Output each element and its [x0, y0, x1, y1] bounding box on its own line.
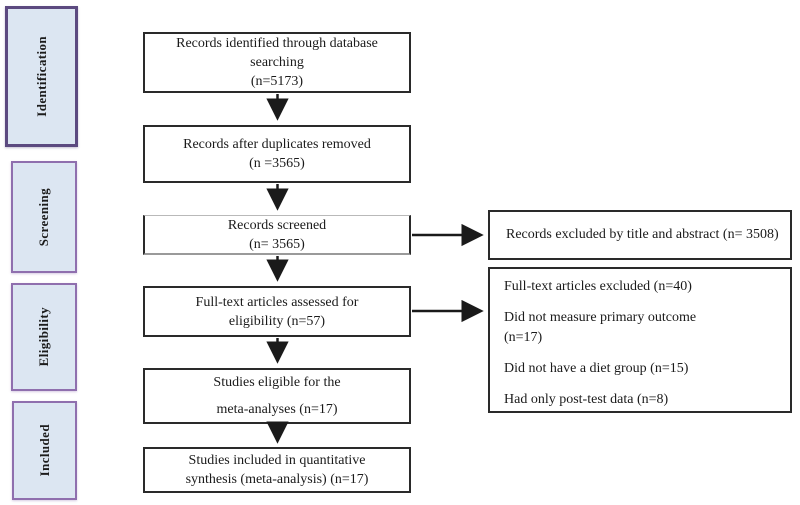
stage-label-included: Included: [36, 424, 52, 477]
excluded-reason-diet-group: Did not have a diet group (n=15): [504, 361, 689, 376]
flow-box-studies-included: Studies included in quantitative synthes…: [143, 447, 411, 493]
flow-box-studies-eligible-text: Studies eligible for the meta-analyses (…: [213, 375, 341, 417]
excluded-title-abstract-box: Records excluded by title and abstract (…: [488, 210, 792, 260]
stage-box-included: Included: [12, 401, 77, 500]
flow-box-studies-eligible: Studies eligible for the meta-analyses (…: [143, 368, 411, 424]
stage-label-identification: Identification: [33, 36, 49, 117]
flow-box-duplicates-removed-text: Records after duplicates removed (n =356…: [183, 137, 371, 171]
stage-box-identification: Identification: [5, 6, 78, 147]
excluded-reason-primary-outcome: Did not measure primary outcome (n=17): [504, 310, 697, 345]
stage-label-eligibility: Eligibility: [36, 307, 51, 367]
excluded-reason-posttest-data: Had only post-test data (n=8): [504, 392, 669, 407]
flow-box-fulltext-assessed-text: Full-text articles assessed for eligibil…: [195, 294, 359, 329]
excluded-fulltext-box: Full-text articles excluded (n=40) Did n…: [488, 267, 792, 413]
flow-box-records-identified: Records identified through database sear…: [143, 32, 411, 93]
stage-box-screening: Screening: [11, 161, 77, 273]
flow-box-fulltext-assessed: Full-text articles assessed for eligibil…: [143, 286, 411, 337]
flow-box-records-screened: Records screened (n= 3565): [143, 215, 411, 255]
flow-box-studies-included-text: Studies included in quantitative synthes…: [185, 453, 369, 487]
flow-box-records-screened-text: Records screened (n= 3565): [227, 217, 327, 252]
excluded-fulltext-total: Full-text articles excluded (n=40): [504, 279, 692, 294]
stage-box-eligibility: Eligibility: [11, 283, 77, 391]
stage-label-screening: Screening: [36, 187, 51, 247]
flow-box-records-identified-text: Records identified through database sear…: [176, 36, 378, 89]
excluded-title-abstract-text: Records excluded by title and abstract (…: [506, 227, 779, 242]
flow-box-duplicates-removed: Records after duplicates removed (n =356…: [143, 125, 411, 183]
